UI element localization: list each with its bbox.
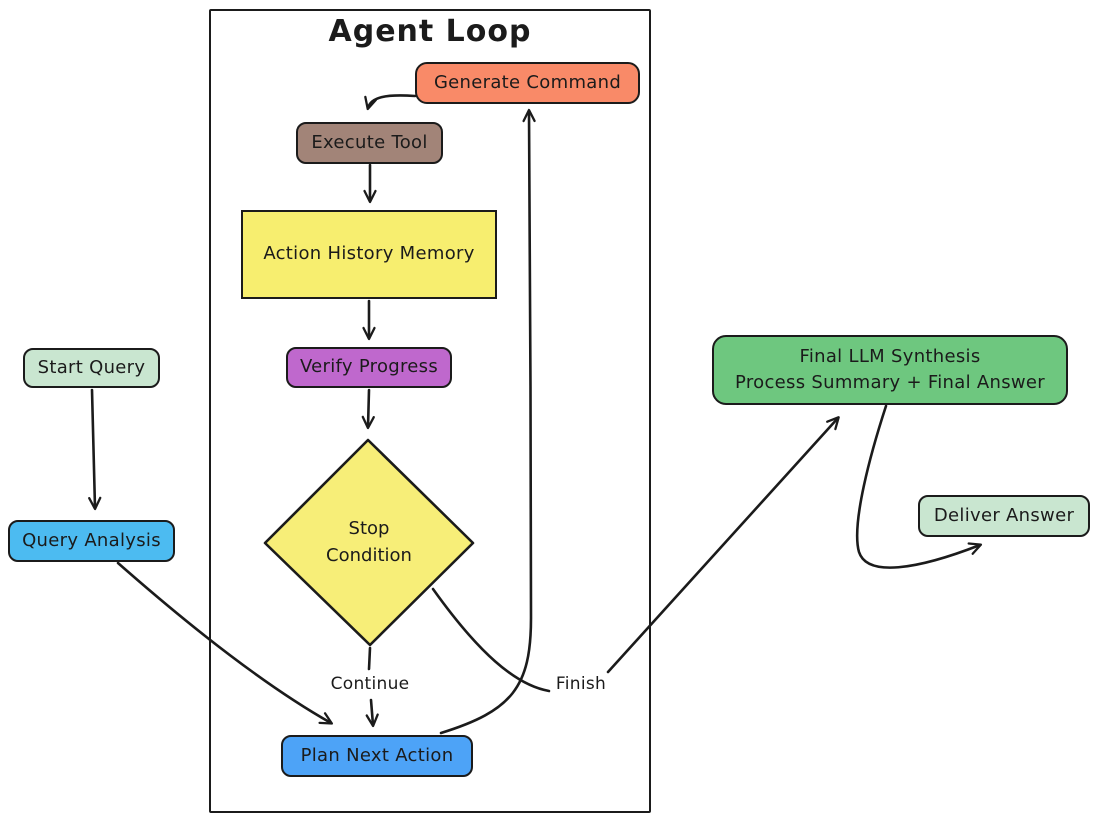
node-generate-command-label: Generate Command	[433, 71, 622, 93]
node-stop-condition[interactable]: Stop Condition	[263, 438, 475, 647]
node-plan-next-action[interactable]: Plan Next Action	[281, 735, 473, 777]
edge-stop-condition-to-continue-label	[367, 646, 372, 671]
node-final-llm-synthesis[interactable]: Final LLM Synthesis Process Summary + Fi…	[712, 335, 1068, 405]
node-action-history-memory-label: Action History Memory	[263, 243, 475, 265]
node-verify-progress[interactable]: Verify Progress	[286, 347, 452, 388]
edge-label-finish: Finish	[555, 674, 607, 694]
node-final-llm-synthesis-line1: Final LLM Synthesis	[799, 345, 981, 367]
edge-continue-label-to-plan-next-action	[365, 698, 379, 728]
node-start-query-label: Start Query	[37, 356, 146, 378]
node-final-llm-synthesis-line2: Process Summary + Final Answer	[734, 372, 1046, 393]
edge-stop-condition-to-finish-label	[431, 587, 551, 693]
node-verify-progress-label: Verify Progress	[299, 356, 439, 378]
node-query-analysis-label: Query Analysis	[22, 529, 161, 551]
node-deliver-answer-label: Deliver Answer	[933, 504, 1075, 526]
diagram-title: Agent Loop	[328, 14, 532, 49]
edge-final-synthesis-to-deliver-answer	[855, 404, 983, 569]
edge-verify-progress-to-stop-condition	[361, 388, 375, 430]
edge-start-query-to-query-analysis	[88, 388, 102, 511]
edge-finish-label-to-final-synthesis	[606, 416, 840, 674]
edge-generate-command-to-execute-tool	[364, 94, 417, 111]
node-execute-tool[interactable]: Execute Tool	[296, 122, 443, 164]
agent-loop-container	[209, 9, 651, 813]
node-action-history-memory[interactable]: Action History Memory	[241, 210, 497, 299]
node-execute-tool-label: Execute Tool	[311, 131, 428, 153]
node-deliver-answer[interactable]: Deliver Answer	[918, 495, 1090, 537]
node-plan-next-action-label: Plan Next Action	[300, 744, 454, 766]
edge-plan-next-action-to-generate-command-loop	[439, 108, 536, 735]
node-start-query[interactable]: Start Query	[23, 348, 160, 388]
edge-label-continue: Continue	[330, 674, 410, 694]
stop-condition-diamond-shape	[263, 438, 475, 647]
edge-query-analysis-to-plan-next-action	[116, 561, 334, 725]
node-query-analysis[interactable]: Query Analysis	[8, 520, 175, 562]
node-stop-condition-label: Stop Condition	[326, 518, 412, 566]
node-generate-command[interactable]: Generate Command	[415, 62, 640, 104]
